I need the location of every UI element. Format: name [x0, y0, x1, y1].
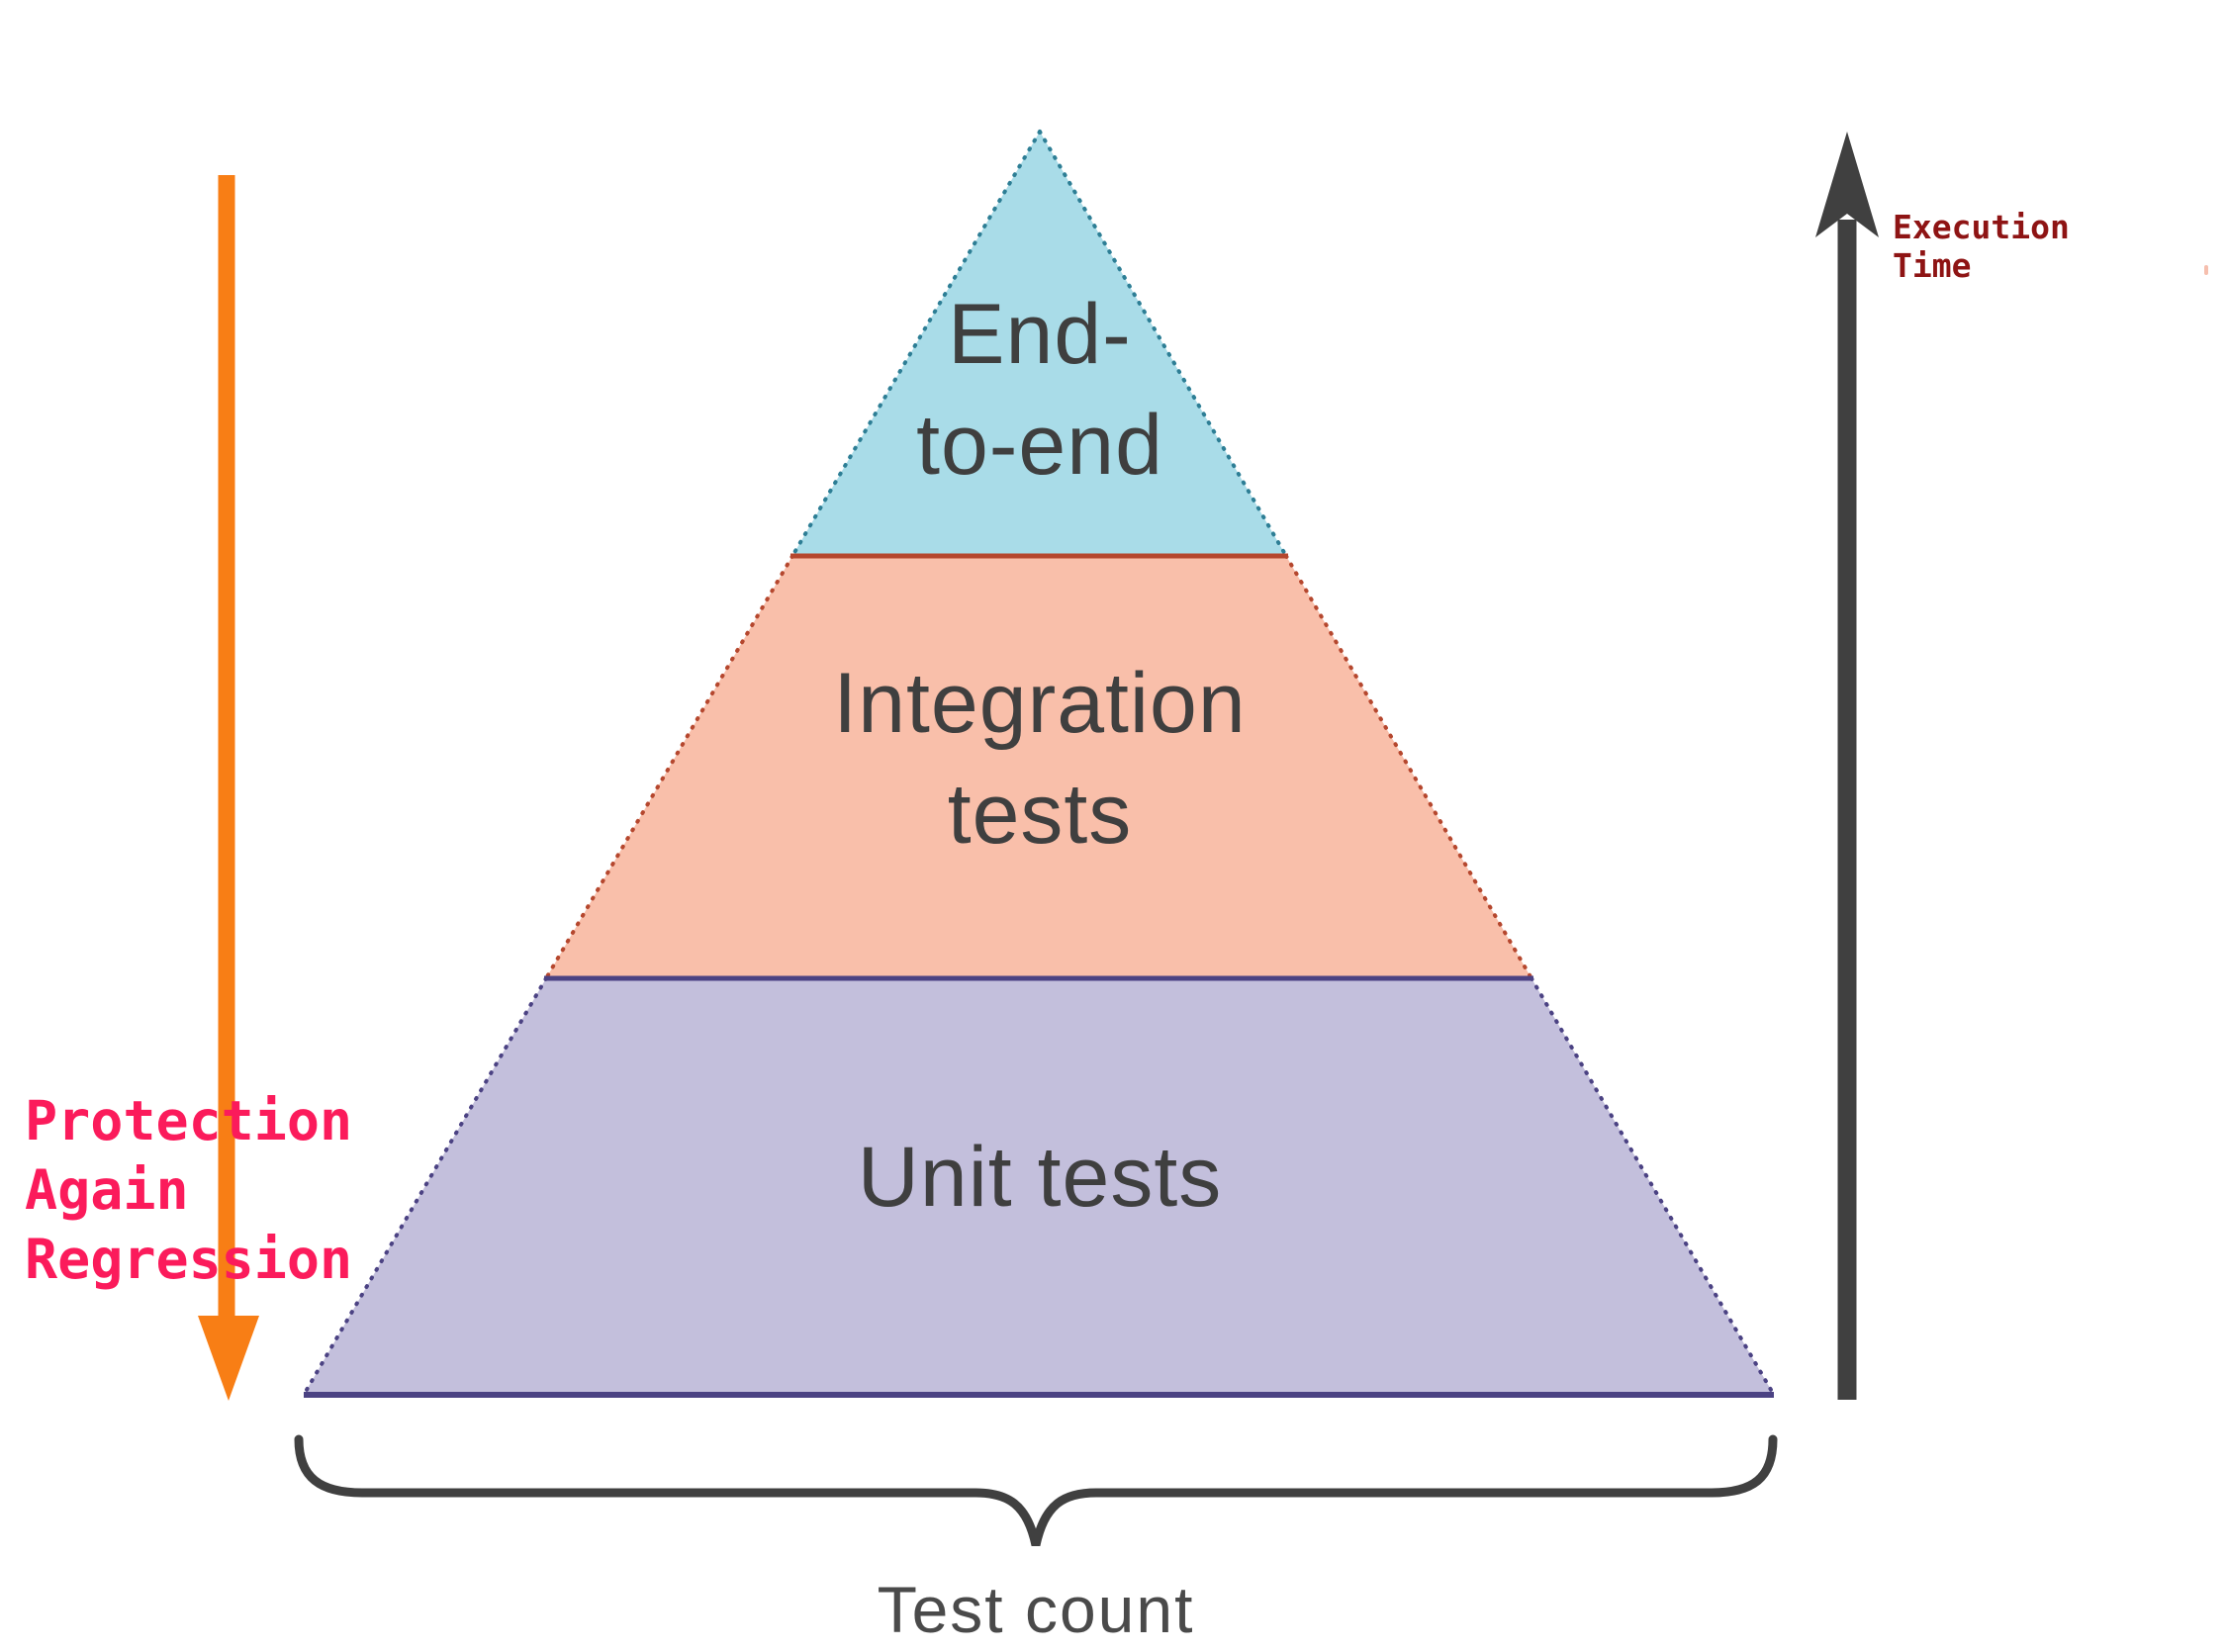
- regression-down-arrow-icon: [198, 1316, 259, 1401]
- execution-time-label: Execution Time: [1893, 208, 2070, 285]
- unit-right-edge: [1530, 976, 1776, 1397]
- end-to-end-left-edge: [790, 130, 1042, 558]
- pyramid-level-integration: [546, 556, 1531, 978]
- end-to-end-label: End- to-end: [916, 287, 1163, 493]
- end-to-end-right-edge: [1038, 130, 1288, 558]
- protection-against-regression-label: Protection Again Regression: [25, 1089, 353, 1291]
- unit-left-edge: [302, 976, 548, 1397]
- execution-up-arrow-icon: [1815, 132, 1879, 237]
- unit-tests-label: Unit tests: [857, 1130, 1223, 1225]
- stray-speck: [2204, 265, 2208, 275]
- test-count-brace-icon: [294, 1434, 1778, 1547]
- integration-right-edge: [1284, 554, 1533, 980]
- test-count-label: Test count: [877, 1573, 1195, 1646]
- pyramid-level-end-to-end: [792, 132, 1286, 556]
- integration-tests-label: Integration tests: [833, 656, 1247, 862]
- pyramid-level-unit: [304, 978, 1774, 1395]
- integration-left-edge: [544, 554, 794, 980]
